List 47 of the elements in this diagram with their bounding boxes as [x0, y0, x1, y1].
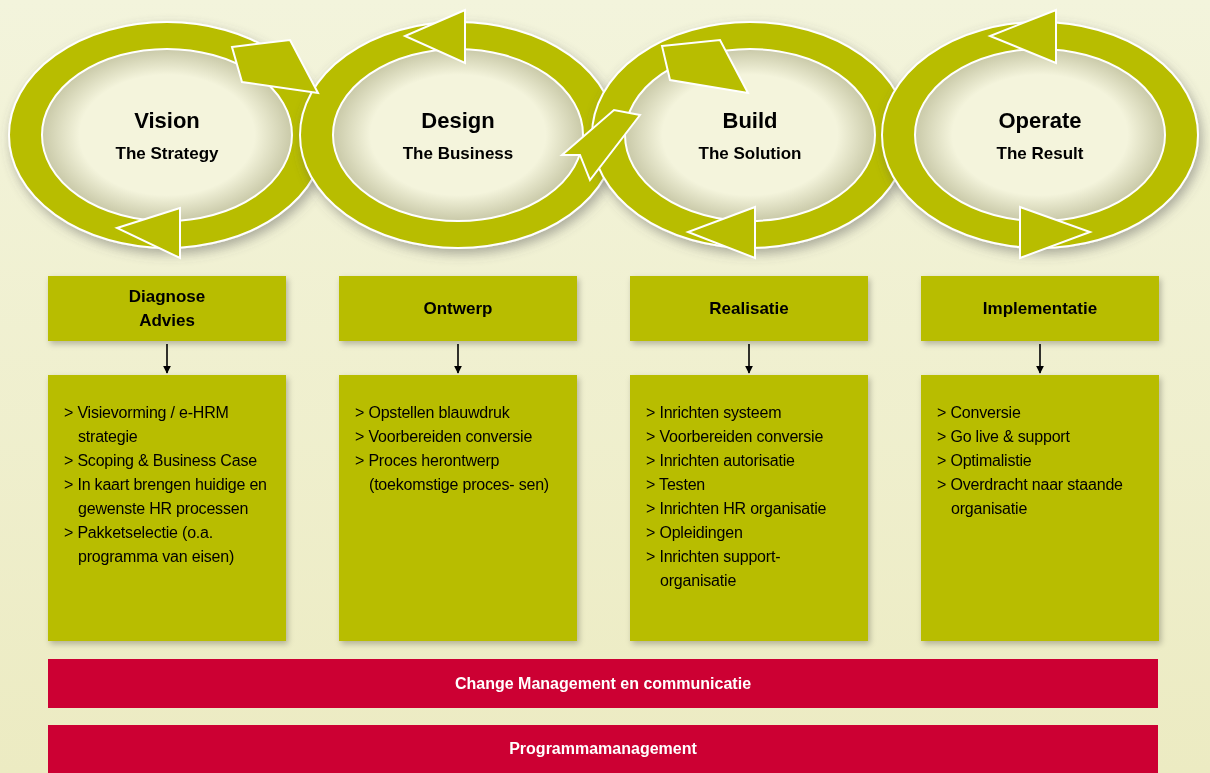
phase-title: Ontwerp	[423, 297, 493, 320]
list-item: > Opstellen blauwdruk	[355, 403, 511, 423]
list-item: > Visievorming / e-HRM strategie	[64, 403, 230, 447]
stage-title: Build	[722, 108, 778, 134]
band-bar	[48, 659, 1158, 708]
phase-title: Advies	[139, 309, 195, 332]
list-item: > Inrichten autorisatie	[646, 451, 796, 471]
list-item: > Voorbereiden conversie	[646, 427, 825, 447]
list-item: > Proces herontwerp (toekomstige proces- sen)	[355, 451, 550, 495]
list-item: > Conversie	[937, 403, 1022, 423]
list-item: > Opleidingen	[646, 523, 744, 543]
list-item: > Optimalistie	[937, 451, 1033, 471]
list-item: > Go live & support	[937, 427, 1071, 447]
phase-box	[339, 276, 577, 341]
task-list-box	[921, 375, 1159, 641]
phase-title: Implementatie	[982, 297, 1098, 320]
arrow	[163, 343, 171, 374]
band-label: Change Management en communicatie	[454, 674, 752, 693]
list-item: > Overdracht naar staande organisatie	[937, 475, 1124, 519]
list-item: > In kaart brengen huidige en gewenste HR processen	[64, 475, 268, 519]
list-item: > Inrichten systeem	[646, 403, 783, 423]
arrow	[1036, 343, 1044, 374]
phase-title: Diagnose	[128, 285, 206, 308]
stage-subtitle: The Solution	[698, 144, 802, 164]
list-item: > Testen	[646, 475, 707, 495]
phase-box	[921, 276, 1159, 341]
list-item: > Pakketselectie (o.a. programma van eisen)	[64, 523, 236, 567]
list-item: > Inrichten support- organisatie	[646, 547, 782, 591]
task-list-box	[339, 375, 577, 641]
list-item: > Scoping & Business Case	[64, 451, 258, 471]
stage-subtitle: The Result	[996, 144, 1084, 164]
stage-subtitle: The Business	[402, 144, 514, 164]
phase-box	[48, 276, 286, 341]
list-item: > Inrichten HR organisatie	[646, 499, 828, 519]
stage-title: Vision	[134, 108, 200, 134]
stage-title: Operate	[998, 108, 1082, 134]
list-item: > Voorbereiden conversie	[355, 427, 534, 447]
arrow	[454, 343, 462, 374]
stage-subtitle: The Strategy	[115, 144, 219, 164]
arrow	[745, 343, 753, 374]
phase-box	[630, 276, 868, 341]
band-label: Programmamanagement	[509, 740, 697, 758]
task-list-box	[48, 375, 286, 641]
task-list-box	[630, 375, 868, 641]
stage-title: Design	[421, 108, 495, 134]
phase-title: Realisatie	[709, 297, 789, 320]
band-bar	[48, 725, 1158, 773]
